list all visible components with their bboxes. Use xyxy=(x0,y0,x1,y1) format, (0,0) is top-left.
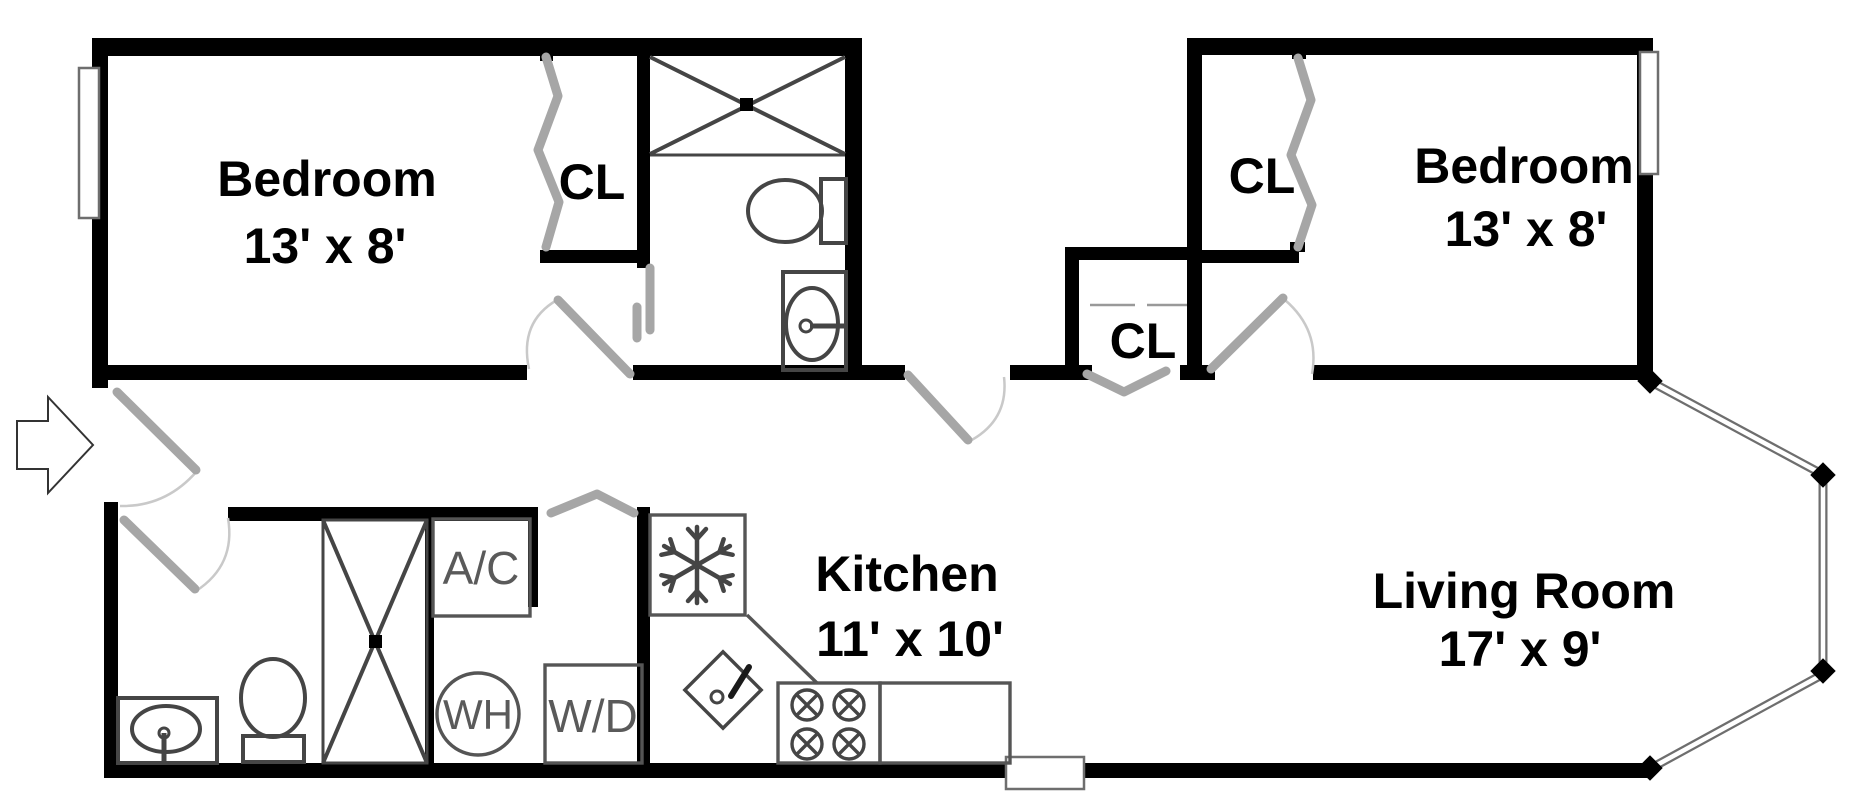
burner-icon xyxy=(790,688,824,722)
closet-left-label: CL xyxy=(559,154,626,210)
bathroom-top xyxy=(649,55,848,372)
bedroom-right-door-arc xyxy=(1284,299,1315,375)
living-room-dims: 17' x 9' xyxy=(1439,621,1602,677)
bedroom-right-closet-bottom xyxy=(1187,250,1299,263)
windows xyxy=(77,50,1836,791)
sink-top-icon xyxy=(781,270,848,372)
bathroom-left-wall xyxy=(637,38,650,268)
counter-corner-edge xyxy=(745,613,819,685)
hall-door xyxy=(903,370,973,445)
burner-icon xyxy=(832,727,866,761)
ac-unit-box xyxy=(431,517,532,618)
kitchen-label: Kitchen xyxy=(815,546,998,602)
bay-windows xyxy=(1637,368,1836,781)
window-right-icon xyxy=(1638,50,1660,176)
bottom-wall xyxy=(104,763,1650,778)
lower-bath-door-arc xyxy=(195,517,231,593)
closet-left-accordion-door xyxy=(533,52,564,252)
entry-arrow-icon xyxy=(16,394,95,496)
top-wall-right xyxy=(1187,38,1653,55)
mid-wall-c xyxy=(1010,365,1092,380)
entry-door xyxy=(112,387,201,475)
toilet-top-icon xyxy=(746,177,848,245)
bedroom-right-label: Bedroom xyxy=(1414,138,1633,194)
mid-wall-a xyxy=(92,365,527,380)
shower-lower-icon xyxy=(321,518,429,765)
top-wall-left xyxy=(92,38,862,56)
bedroom-right-door xyxy=(1206,293,1288,374)
utility-bifold-door xyxy=(546,489,639,518)
kitchen-sink-icon xyxy=(682,649,764,731)
lower-bath-door xyxy=(119,515,200,594)
bath-utility-wall xyxy=(425,515,434,763)
mid-wall-b xyxy=(633,365,905,380)
burner-icon xyxy=(832,688,866,722)
bedroom-right-dims: 13' x 8' xyxy=(1445,201,1608,257)
window-left-icon xyxy=(77,66,101,220)
bedroom-left-dims: 13' x 8' xyxy=(244,218,407,274)
wall-vent xyxy=(1004,755,1086,791)
bathroom-lower xyxy=(116,518,429,765)
closet-left-bottom-wall xyxy=(540,250,650,263)
water-heater-icon xyxy=(435,671,521,757)
bedroom-left-door xyxy=(553,295,635,379)
hall-closet-label: CL xyxy=(1110,313,1177,369)
closet-right-label: CL xyxy=(1229,148,1296,204)
bedroom-left-label: Bedroom xyxy=(217,151,436,207)
room-labels: Bedroom 13' x 8' CL CL CL Bedroom 13' x … xyxy=(217,138,1675,677)
ac-closet-stub xyxy=(528,507,538,607)
entry-door-arc xyxy=(119,470,198,508)
toilet-lower-icon xyxy=(239,657,307,764)
closet-right-accordion-door xyxy=(1286,53,1317,252)
hall-closet-bifold-door xyxy=(1082,366,1171,397)
water-heater-label: WH xyxy=(443,691,513,738)
ac-label: A/C xyxy=(443,542,520,594)
hall-closet-top-wall xyxy=(1065,247,1189,260)
left-wall-lower xyxy=(104,502,118,778)
fridge-box xyxy=(648,513,747,617)
bedroom-left-door-arc xyxy=(525,298,558,370)
washer-dryer-box xyxy=(543,663,644,765)
shower-center xyxy=(740,98,753,111)
burner-icon xyxy=(790,727,824,761)
washer-dryer-label: W/D xyxy=(548,690,637,742)
hall-door-arc xyxy=(967,376,1006,444)
kitchen-dims: 11' x 10' xyxy=(816,611,1004,667)
kitchen-fixtures xyxy=(648,513,1012,765)
sink-lower-icon xyxy=(116,696,219,765)
snowflake-icon xyxy=(660,524,735,603)
living-room-label: Living Room xyxy=(1373,563,1676,619)
bathroom-right-wall xyxy=(845,38,862,380)
doors xyxy=(112,52,1317,594)
bedroom-right-closet-wall xyxy=(1187,38,1202,380)
counter-box xyxy=(878,681,1012,765)
utility-kitchen-wall xyxy=(637,507,650,778)
mid-wall-e xyxy=(1313,365,1653,380)
stove-burners xyxy=(790,688,866,761)
hall-closet-left-wall xyxy=(1065,247,1079,380)
utility-area: A/C WH W/D xyxy=(431,517,644,765)
